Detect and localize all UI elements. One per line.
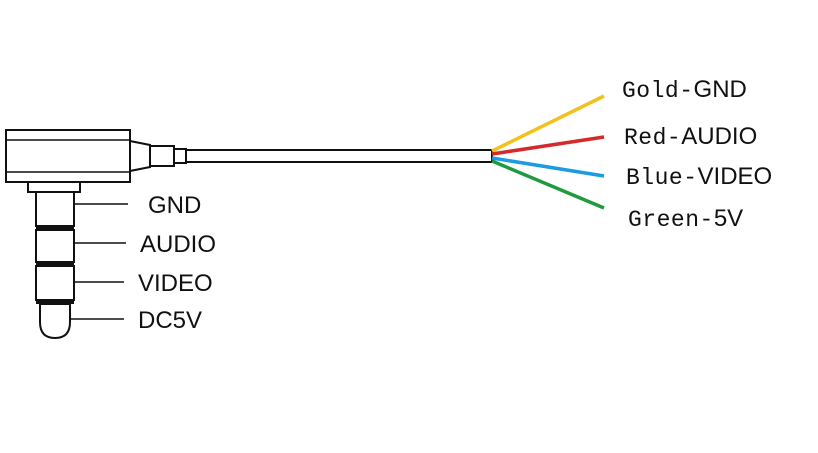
wire-separator: -	[667, 125, 681, 151]
pin-label-dc5v: DC5V	[138, 307, 202, 334]
sleeve-gnd	[35, 191, 75, 227]
insulator-ring	[36, 262, 74, 266]
ring-video	[35, 265, 75, 301]
blue-wire	[491, 156, 605, 178]
wire-color-name: Blue	[626, 165, 683, 191]
wire-signal-name: AUDIO	[681, 123, 757, 150]
wire-separator: -	[700, 207, 714, 233]
pin-labels: GND AUDIO VIDEO DC5V	[70, 192, 216, 334]
pin-label-video: VIDEO	[138, 270, 213, 297]
wire-color-name: Green	[628, 207, 700, 233]
ring-audio	[35, 229, 75, 263]
strain-relief	[129, 139, 151, 173]
wire-label-blue: Blue-VIDEO	[626, 163, 772, 191]
jack-plug	[27, 181, 81, 340]
wire-separator: -	[683, 165, 697, 191]
wire-label-green: Green-5V	[628, 205, 743, 233]
wire-signal-name: 5V	[714, 205, 743, 232]
plug-body	[5, 129, 131, 183]
tip-dc5v	[39, 303, 71, 340]
wire-color-name: Red	[624, 125, 667, 151]
green-wire	[491, 159, 605, 210]
wire-color-name: Gold	[622, 78, 679, 104]
wire-fanout	[491, 94, 605, 210]
gold-wire	[491, 94, 605, 153]
wire-separator: -	[679, 78, 693, 104]
cable-collar-ring	[173, 148, 187, 164]
pin-label-audio: AUDIO	[140, 231, 216, 258]
wire-signal-name: GND	[694, 76, 747, 103]
jack-collar	[27, 181, 81, 193]
wire-legend: Gold-GND Red-AUDIO Blue-VIDEO Green-5V	[622, 76, 772, 233]
insulator-ring	[36, 226, 74, 230]
cable	[186, 149, 493, 163]
insulator-ring	[36, 300, 74, 304]
wire-signal-name: VIDEO	[698, 163, 773, 190]
plug-housing	[5, 129, 187, 183]
pin-label-gnd: GND	[148, 192, 201, 219]
wire-label-gold: Gold-GND	[622, 76, 747, 104]
red-wire	[491, 135, 605, 156]
cable-collar	[149, 145, 175, 167]
wire-label-red: Red-AUDIO	[624, 123, 757, 151]
